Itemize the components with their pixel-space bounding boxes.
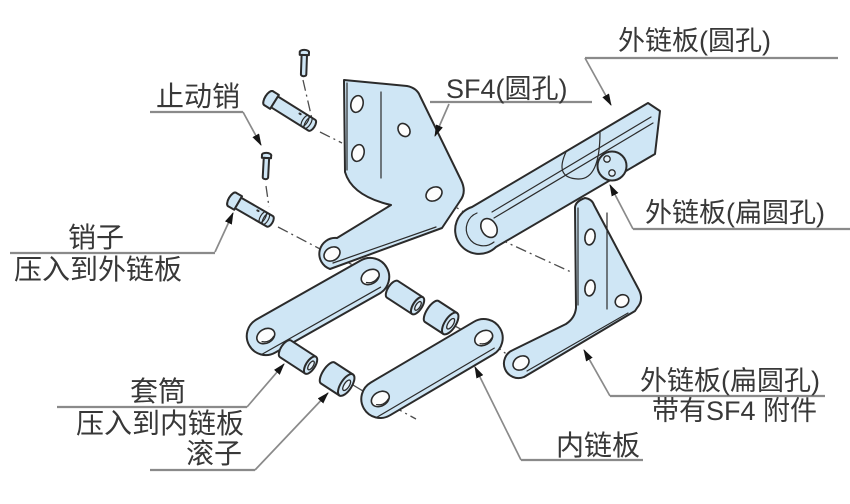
link-pin-lower <box>226 191 275 228</box>
label-pin-line2: 压入到外链板 <box>14 254 182 285</box>
roller-1 <box>422 299 460 336</box>
labels: 止动销 销子 压入到外链板 套筒 压入到内链板 滚子 SF4(圆孔) 外链板(圆… <box>14 26 825 469</box>
label-outer-plate-flat-sf4-line2: 带有SF4 附件 <box>652 396 817 426</box>
label-roller: 滚子 <box>186 438 242 469</box>
pin1-stop-hole <box>298 112 302 116</box>
leader-outer-flat <box>609 184 634 230</box>
inner-plate-lower-thickness <box>376 347 495 418</box>
stop-pin-lower-body <box>261 156 271 181</box>
leader-stop-pin <box>242 111 262 146</box>
label-outer-plate-flat-sf4-line1: 外链板(扁圆孔) <box>640 366 820 396</box>
leader-lines <box>10 56 850 472</box>
outer-link-bar <box>454 102 661 255</box>
sf4-bracket-round-hole <box>318 79 465 270</box>
bushing-1 <box>384 279 426 316</box>
sf4-bracket2-flange-hole-1 <box>584 228 596 246</box>
sf4-bracket2-flange-hole-2 <box>584 279 596 297</box>
link-pin-upper <box>262 89 318 132</box>
pin2-groove-1 <box>258 211 268 224</box>
stop-pin-top-body <box>299 53 308 78</box>
sf4-bracket-flat-hole <box>502 197 643 380</box>
centerline-front-axis-1 <box>319 131 343 144</box>
sf4-bracket-chain-hole <box>425 186 443 202</box>
roller-1-bore <box>446 317 456 330</box>
inner-plate-lower-hole-shadow-left <box>376 398 389 406</box>
pin2-stop-hole <box>256 209 260 213</box>
outer-link-bar-inner-cap <box>465 212 495 247</box>
sf4-bracket-flange-hole-2 <box>351 143 365 163</box>
sf4-bracket2-strip-edge <box>526 312 629 372</box>
inner-plate-lower-body <box>360 318 504 419</box>
inner-link-plate-upper <box>245 256 391 357</box>
label-bushing-line2: 压入到内链板 <box>76 408 244 439</box>
inner-plate-upper-hole-shadow-right <box>365 276 379 284</box>
outer-link-plate-round-hole-assembly <box>454 102 661 255</box>
centerline-left-axis-1 <box>352 384 369 395</box>
inner-plate-lower-hole-shadow-right <box>479 337 493 345</box>
label-sf4-round: SF4(圆孔) <box>446 74 568 104</box>
inner-link-plate-lower <box>360 318 504 419</box>
pin1-head <box>262 90 280 110</box>
bushing-2 <box>277 339 319 375</box>
leader-inner-plate <box>474 366 522 461</box>
stop-pin-lower <box>260 151 273 181</box>
leader-pin <box>214 212 234 253</box>
leader-roller <box>254 392 329 471</box>
label-stop-pin: 止动销 <box>156 81 240 112</box>
centerline-rear-axis-1 <box>277 226 323 251</box>
sf4-bracket-flange-hole-1 <box>350 94 364 114</box>
outer-link-bar-plate-edge-2 <box>493 122 654 219</box>
pin2-groove-2 <box>261 212 271 226</box>
stop-pin-top <box>298 48 310 78</box>
pin-end-rivet-2 <box>608 169 616 177</box>
sf4-bracket-face-hole <box>397 122 411 138</box>
label-inner-plate: 内链板 <box>556 430 640 461</box>
pin1-groove-2 <box>303 116 313 130</box>
leader-outer-round <box>584 57 612 106</box>
sf4-bracket2-face-hole <box>614 293 630 309</box>
outer-link-bar-plate-edge-1 <box>491 116 652 213</box>
sf4-bracket2-strip-hole <box>512 355 530 371</box>
label-outer-plate-flat: 外链板(扁圆孔) <box>645 198 825 228</box>
sf4-bracket-strip-hole <box>323 246 341 262</box>
centerline-stoppin-lower <box>265 185 270 208</box>
label-outer-plate-round: 外链板(圆孔) <box>618 26 771 56</box>
leader-outer-flat-sf4 <box>583 349 611 397</box>
leader-bushing <box>246 363 285 408</box>
roller-in-assembly <box>561 131 601 180</box>
inner-plate-upper-body <box>245 256 391 357</box>
roller-2 <box>318 361 356 397</box>
pin1-body <box>270 95 318 132</box>
leader-sf4-round <box>434 103 450 137</box>
pin2-body <box>234 196 275 228</box>
sf4-bracket-strip-edge <box>332 226 437 264</box>
bushing-2-bore <box>307 360 315 371</box>
sf4-bracket-body <box>318 79 465 270</box>
centerline-stoppin-top <box>302 79 313 120</box>
label-bushing-line1: 套筒 <box>130 376 186 407</box>
pin1-groove-1 <box>300 114 310 128</box>
pin-end-rivet-1 <box>603 155 611 163</box>
pin2-head <box>226 191 244 211</box>
roller-2-bore <box>342 379 352 392</box>
inner-plate-upper-thickness <box>261 286 382 355</box>
outer-link-bar-end-hole <box>480 217 498 239</box>
inner-plate-upper-hole-shadow-left <box>261 335 275 343</box>
label-pin-line1: 销子 <box>68 222 124 253</box>
centerline-front-axis-3 <box>496 237 572 273</box>
bushing-1-bore <box>414 300 422 311</box>
